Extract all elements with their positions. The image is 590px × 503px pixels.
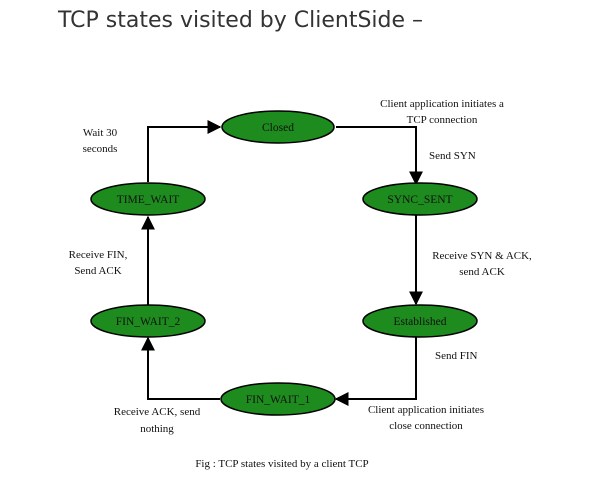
edge-fin-wait-1-to-fin-wait-2 xyxy=(141,336,220,400)
state-fin-wait-2: FIN_WAIT_2 xyxy=(90,304,206,338)
edge-established-to-fin-wait-1 xyxy=(334,336,417,406)
edge-label-close-connection-line1: Client application initiates xyxy=(368,404,484,416)
state-sync-sent: SYNC_SENT xyxy=(362,182,478,216)
page-title: TCP states visited by ClientSide – xyxy=(58,8,424,33)
edge-label-client-initiates-line2: TCP connection xyxy=(407,114,478,126)
edge-label-receive-fin-line1: Receive FIN, xyxy=(69,249,128,261)
state-established-label: Established xyxy=(393,316,446,328)
state-sync-sent-label: SYNC_SENT xyxy=(387,194,452,206)
edge-label-receive-ack-line1: Receive ACK, send xyxy=(114,406,201,418)
edge-label-receive-syn-ack-line1: Receive SYN & ACK, xyxy=(432,250,532,262)
state-fin-wait-1: FIN_WAIT_1 xyxy=(220,382,336,416)
state-time-wait-label: TIME_WAIT xyxy=(117,194,180,206)
edge-label-receive-fin-line2: Send ACK xyxy=(74,265,121,277)
edge-label-wait-30-line2: seconds xyxy=(83,143,118,155)
edge-label-wait-30-line1: Wait 30 xyxy=(83,127,118,139)
state-closed-label: Closed xyxy=(262,122,294,134)
edge-closed-to-sync-sent xyxy=(336,126,423,186)
figure-caption: Fig : TCP states visited by a client TCP xyxy=(195,458,368,470)
edge-time-wait-to-closed xyxy=(147,120,222,182)
state-fin-wait-1-label: FIN_WAIT_1 xyxy=(246,394,311,406)
state-closed: Closed xyxy=(221,110,335,144)
edge-label-send-syn: Send SYN xyxy=(429,150,476,162)
edge-label-receive-ack-line2: nothing xyxy=(140,423,174,435)
edge-label-client-initiates-line1: Client application initiates a xyxy=(380,98,504,110)
edge-label-receive-syn-ack-line2: send ACK xyxy=(459,266,505,278)
state-established: Established xyxy=(362,304,478,338)
edge-label-send-fin: Send FIN xyxy=(435,350,478,362)
state-fin-wait-2-label: FIN_WAIT_2 xyxy=(116,316,181,328)
state-time-wait: TIME_WAIT xyxy=(90,182,206,216)
edge-label-close-connection-line2: close connection xyxy=(389,420,463,432)
